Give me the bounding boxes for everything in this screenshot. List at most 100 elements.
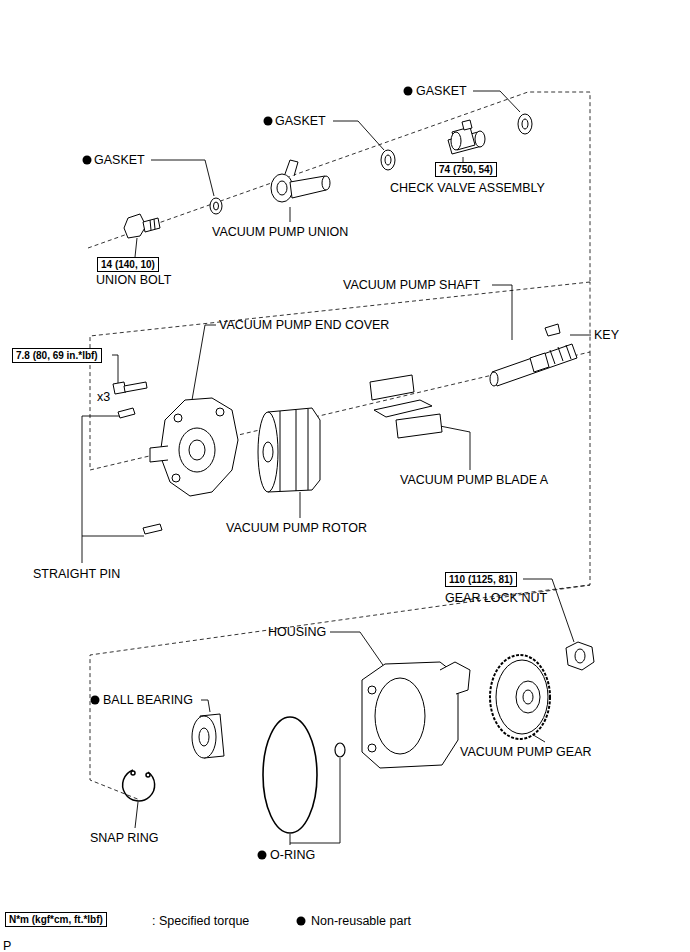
drawing-ellipse <box>258 412 278 492</box>
non-reusable-dots <box>83 87 413 926</box>
drawing-polyline <box>473 91 520 112</box>
gear-lock-nut <box>566 642 594 670</box>
union-bolt <box>124 214 160 238</box>
drawing-ellipse <box>516 681 540 713</box>
drawing-ellipse <box>322 176 330 190</box>
o-rings <box>263 717 345 833</box>
housing <box>362 662 470 768</box>
drawing-polyline <box>112 355 118 383</box>
part-label: VACUUM PUMP UNION <box>212 225 348 239</box>
key <box>545 324 560 336</box>
part-label: VACUUM PUMP GEAR <box>460 745 592 759</box>
part-label: STRAIGHT PIN <box>33 567 120 581</box>
drawing-circle <box>83 156 92 165</box>
ball-bearing <box>192 714 224 758</box>
part-label: VACUUM PUMP SHAFT <box>343 278 480 292</box>
drawing-circle <box>368 686 376 694</box>
drawing-path <box>150 446 168 462</box>
gaskets <box>210 114 532 214</box>
legend-text: Non-reusable part <box>311 914 411 928</box>
drawing-polyline <box>201 700 210 712</box>
torque-value: N*m (kgf*cm, ft.*lbf) <box>9 914 103 925</box>
drawing-line <box>300 492 301 518</box>
drawing-circle <box>264 117 273 126</box>
drawing-ellipse <box>263 442 273 462</box>
part-label: KEY <box>594 328 619 342</box>
drawing-line <box>290 207 291 222</box>
drawing-ellipse <box>271 174 293 202</box>
drawing-path <box>452 127 475 150</box>
drawing-line <box>570 335 591 336</box>
drawing-ellipse <box>189 440 205 460</box>
drawing-polyline <box>192 325 216 400</box>
straight-pins <box>118 408 162 534</box>
drawing-circle <box>216 408 224 416</box>
drawing-path <box>160 398 238 496</box>
drawing-path <box>462 120 472 130</box>
part-label: O-RING <box>270 848 315 862</box>
drawing-circle <box>297 917 306 926</box>
drawing-path <box>370 375 414 400</box>
drawing-ellipse <box>490 372 498 386</box>
torque-value: 110 (1125, 81) <box>449 574 513 585</box>
drawing-line <box>566 345 571 359</box>
drawing-circle <box>172 474 180 482</box>
drawing-path <box>123 770 155 801</box>
drawing-path <box>396 414 442 438</box>
leader-lines <box>82 91 591 845</box>
part-label: GASKET <box>275 114 326 128</box>
group-outline <box>88 92 590 800</box>
torque-value: 74 (750, 54) <box>439 164 493 175</box>
torque-value: 7.8 (80, 69 in.*lbf) <box>16 350 98 361</box>
drawing-ellipse <box>263 717 317 833</box>
drawing-line <box>290 843 291 845</box>
drawing-ellipse <box>199 728 209 746</box>
drawing-circle <box>91 696 100 705</box>
drawing-path <box>285 160 298 176</box>
part-label: HOUSING <box>268 625 326 639</box>
drawing-ellipse <box>451 132 461 150</box>
drawing-path <box>290 176 326 198</box>
part-label: P <box>3 939 11 952</box>
drawing-polyline <box>492 285 512 340</box>
drawing-circle <box>404 87 413 96</box>
vacuum-pump-blades <box>370 375 442 438</box>
drawing-line <box>135 802 138 828</box>
part-label: VACUUM PUMP ROTOR <box>226 521 367 535</box>
part-label: VACUUM PUMP END COVER <box>219 318 389 332</box>
drawing-circle <box>174 414 182 422</box>
part-label: GEAR LOCK NUT <box>445 591 547 605</box>
drawing-ellipse <box>214 202 219 210</box>
torque-value: 14 (140, 10) <box>101 259 155 270</box>
drawing-path <box>124 214 146 238</box>
part-label: VACUUM PUMP BLADE A <box>400 473 548 487</box>
torque-box: 14 (140, 10) <box>97 257 159 272</box>
drawing-ellipse <box>385 155 391 165</box>
drawing-path <box>143 218 160 232</box>
part-label: SNAP RING <box>90 831 159 845</box>
drawing-polyline <box>88 92 590 282</box>
drawing-ellipse <box>192 716 216 758</box>
part-label: UNION BOLT <box>96 273 171 287</box>
drawing-polyline <box>90 352 590 800</box>
vacuum-pump-end-cover <box>150 398 238 496</box>
drawing-line <box>550 350 555 364</box>
drawing-ellipse <box>475 131 485 147</box>
drawing-ellipse <box>381 150 395 170</box>
drawing-polyline <box>82 416 144 536</box>
part-label: GASKET <box>94 153 145 167</box>
drawing-path <box>530 353 549 372</box>
drawing-ellipse <box>375 678 425 754</box>
drawing-ellipse <box>335 743 345 757</box>
drawing-ellipse <box>518 114 532 134</box>
vacuum-pump-gear <box>490 655 550 739</box>
vacuum-pump-union <box>271 160 330 202</box>
drawing-line <box>558 347 563 361</box>
snap-ring <box>123 770 155 801</box>
drawing-path <box>440 662 470 694</box>
drawing-line <box>280 411 281 491</box>
drawing-ellipse <box>496 660 548 734</box>
drawing-ellipse <box>575 649 585 663</box>
